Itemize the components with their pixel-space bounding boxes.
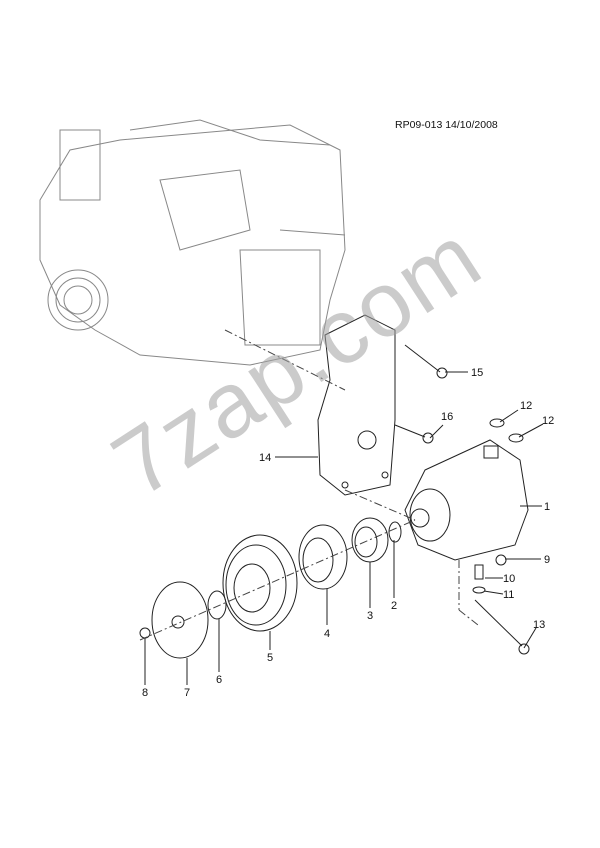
callout-8: 8 xyxy=(142,687,148,699)
callout-1: 1 xyxy=(544,501,550,513)
assembly-axes xyxy=(139,329,479,641)
bolts xyxy=(394,344,530,655)
clutch-parts xyxy=(139,517,402,659)
compressor xyxy=(404,439,529,561)
callout-6: 6 xyxy=(216,674,222,686)
callout-5: 5 xyxy=(267,652,273,664)
callout-13: 13 xyxy=(533,619,545,631)
callout-10: 10 xyxy=(503,573,515,585)
callout-12: 12 xyxy=(520,400,532,412)
callout-12: 12 xyxy=(542,415,554,427)
callout-labels: 15 16 12 12 14 1 9 10 11 13 2 3 4 5 6 7 … xyxy=(142,367,554,699)
engine-block xyxy=(39,119,346,366)
callout-2: 2 xyxy=(391,600,397,612)
callout-7: 7 xyxy=(184,687,190,699)
callout-9: 9 xyxy=(544,554,550,566)
callout-3: 3 xyxy=(367,610,373,622)
callout-16: 16 xyxy=(441,411,453,423)
callout-4: 4 xyxy=(324,628,330,640)
callout-14: 14 xyxy=(259,452,271,464)
callout-15: 15 xyxy=(471,367,483,379)
diagram-reference: RP09-013 14/10/2008 xyxy=(395,119,498,131)
mounting-bracket xyxy=(317,314,396,496)
leader-lines xyxy=(144,371,544,685)
callout-11: 11 xyxy=(503,589,514,601)
